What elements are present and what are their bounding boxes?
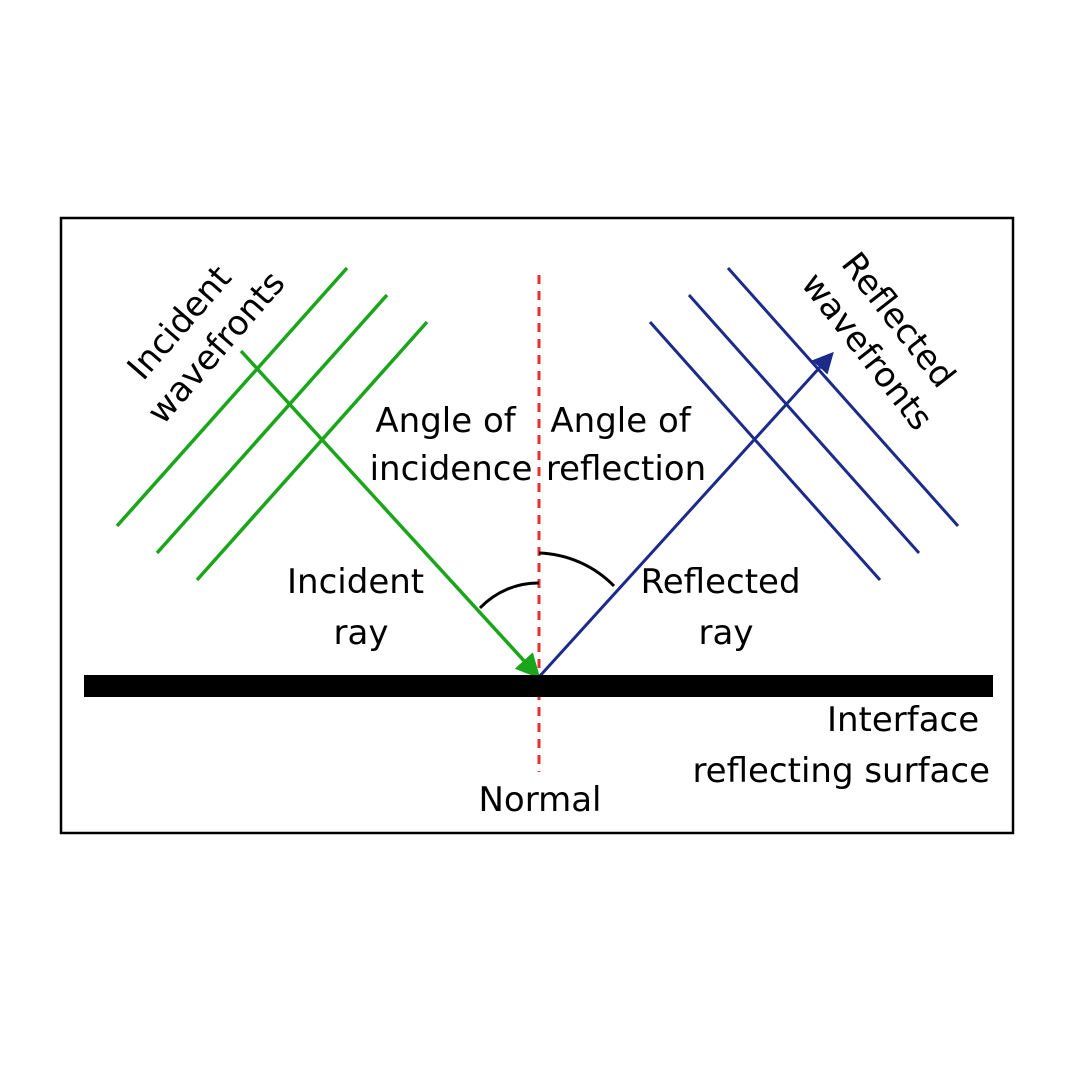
incident-wavefront-2 bbox=[155, 293, 389, 555]
incident-ray-label-line2: ray bbox=[334, 613, 389, 653]
incident-wavefront-3 bbox=[195, 320, 429, 582]
angle-of-incidence-label: Angle of incidence bbox=[370, 401, 533, 489]
interface-label: Interface reflecting surface bbox=[692, 700, 990, 791]
angle-of-incidence-label-line1: Angle of bbox=[375, 401, 516, 441]
angle-of-incidence-label-line2: incidence bbox=[370, 449, 533, 489]
reflected-wavefronts bbox=[648, 267, 960, 581]
reflecting-surface bbox=[84, 675, 993, 697]
reflected-ray-label: Reflected ray bbox=[641, 562, 812, 653]
reflected-wavefront-3 bbox=[726, 267, 960, 527]
reflected-wavefront-2 bbox=[687, 294, 921, 554]
reflected-ray-label-line1: Reflected bbox=[641, 562, 801, 602]
incident-ray-label: Incident ray bbox=[287, 562, 435, 653]
angle-of-reflection-arc bbox=[538, 551, 616, 588]
reflected-ray-label-line2: ray bbox=[699, 613, 754, 653]
incident-ray-label-line1: Incident bbox=[287, 562, 424, 602]
incident-ray bbox=[239, 349, 541, 679]
angle-of-incidence-arc bbox=[478, 581, 540, 610]
angle-of-reflection-label: Angle of reflection bbox=[546, 401, 706, 489]
diagram-frame bbox=[59, 216, 1015, 835]
incident-wavefronts bbox=[115, 266, 429, 582]
normal-label: Normal bbox=[478, 780, 601, 820]
reflected-wavefront-1 bbox=[648, 321, 882, 581]
incident-wavefront-1 bbox=[115, 266, 349, 528]
interface-label-line2: reflecting surface bbox=[692, 751, 990, 791]
reflected-ray bbox=[537, 351, 834, 679]
angle-of-reflection-label-line1: Angle of bbox=[550, 401, 691, 441]
interface-label-line1: Interface bbox=[827, 700, 979, 740]
angle-of-reflection-label-line2: reflection bbox=[546, 449, 706, 489]
